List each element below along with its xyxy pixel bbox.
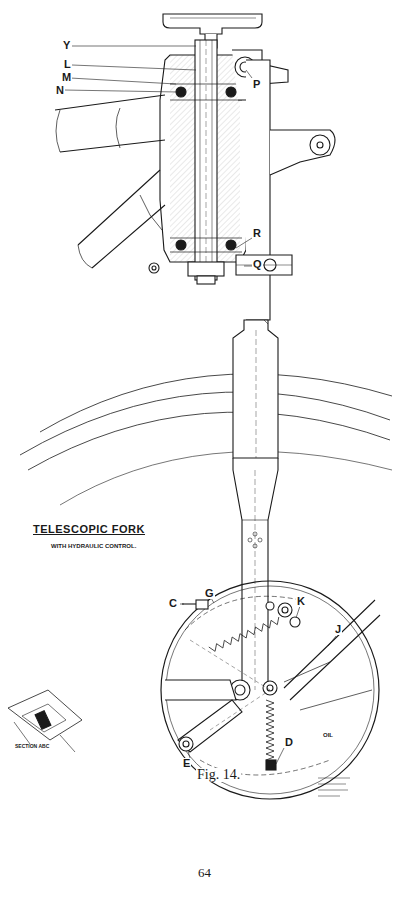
return-spring: [209, 617, 279, 651]
page-number: 64: [197, 866, 212, 879]
callout-letter: Q: [252, 259, 263, 270]
figure-caption: Fig. 14.: [196, 768, 241, 782]
brake-spring: [266, 700, 274, 760]
oil-label: OIL: [322, 732, 334, 738]
section-label: SECTION ABC: [14, 744, 50, 749]
callout-letter: E: [182, 758, 191, 769]
subtitle: WITH HYDRAULIC CONTROL.: [50, 543, 137, 549]
callout-letter: J: [334, 624, 342, 635]
callout-letter: C: [168, 598, 178, 609]
callout-letter: N: [55, 85, 65, 96]
callout-letter: M: [61, 72, 72, 83]
callout-letter: G: [204, 588, 215, 599]
callout-letter: L: [63, 59, 72, 70]
figure-title: TELESCOPIC FORK: [32, 524, 146, 535]
callout-letter: R: [252, 228, 262, 239]
callout-letter: Y: [62, 40, 71, 51]
callout-letter: D: [284, 737, 294, 748]
callout-letter: K: [296, 596, 306, 607]
callout-letter: P: [252, 79, 261, 90]
